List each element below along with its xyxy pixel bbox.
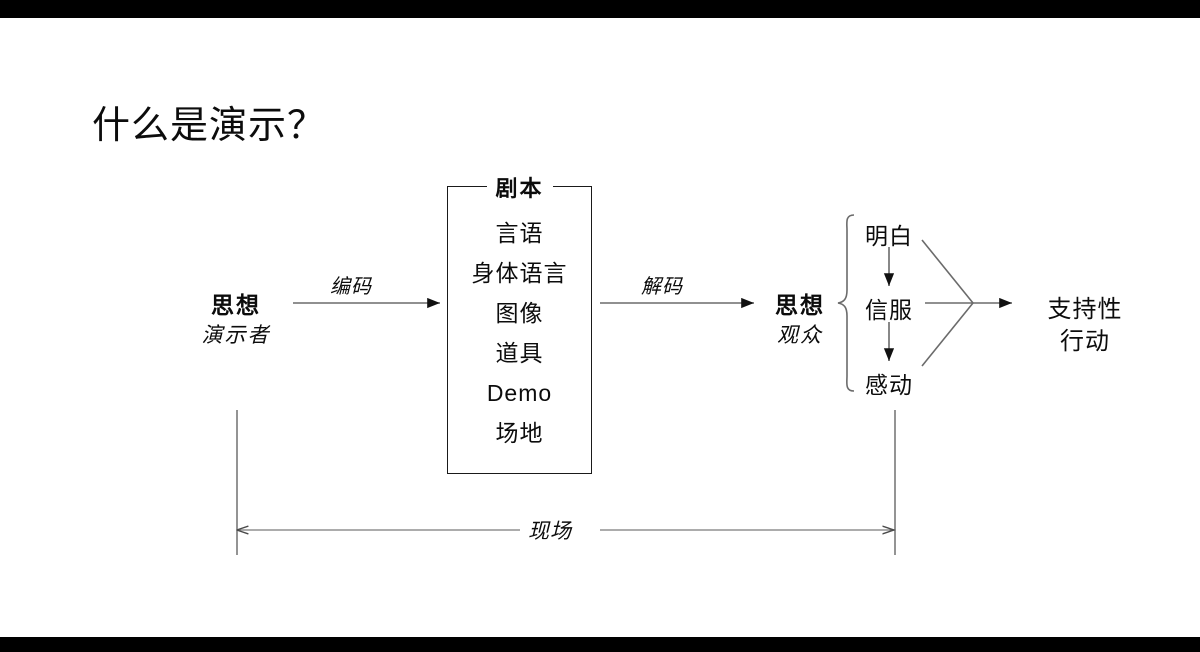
list-item: 场地	[495, 420, 544, 446]
list-item: 道具	[495, 340, 544, 366]
list-item: Demo	[486, 380, 553, 406]
audience-main-label: 思想	[775, 292, 825, 318]
letterbox-top	[0, 0, 1200, 18]
final-action-line-2: 行动	[1060, 328, 1110, 355]
outcome-item-moved: 感动	[865, 372, 913, 398]
audience-sub-label: 观众	[777, 324, 823, 347]
letterbox-bottom	[0, 637, 1200, 652]
presenter-sub-label: 演示者	[201, 324, 271, 347]
list-item: 图像	[495, 300, 544, 326]
page-title: 什么是演示？	[92, 105, 327, 147]
final-action-label: 支持性 行动	[1020, 294, 1150, 358]
script-box-legend: 剧本	[486, 171, 553, 203]
slide-stage: 什么是演示？	[0, 18, 1200, 637]
script-box-items: 言语 身体语言 图像 道具 Demo 场地	[448, 213, 591, 453]
venue-span-label: 现场	[528, 520, 572, 543]
decode-arrow-label: 解码	[641, 276, 683, 298]
script-box: 剧本 言语 身体语言 图像 道具 Demo 场地	[447, 171, 592, 474]
list-item: 身体语言	[471, 260, 568, 286]
final-action-line-1: 支持性	[1047, 296, 1123, 323]
list-item: 言语	[495, 220, 544, 246]
encode-arrow-label: 编码	[330, 276, 372, 298]
presenter-main-label: 思想	[211, 292, 261, 318]
audience-group: 思想 观众	[740, 290, 860, 352]
outcome-item-understand: 明白	[865, 223, 913, 249]
presenter-group: 思想 演示者	[176, 290, 296, 352]
outcome-item-convinced: 信服	[865, 297, 913, 323]
